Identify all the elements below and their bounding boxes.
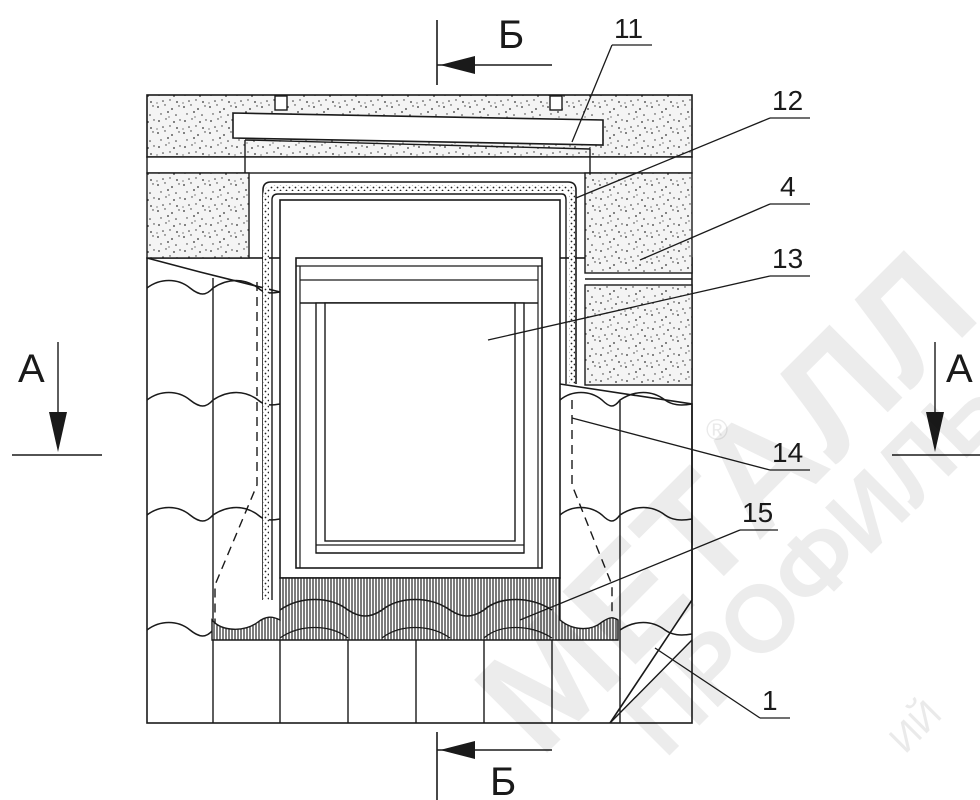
callout-11: 11 [614, 13, 643, 44]
header-lintel [232, 95, 604, 173]
section-label-b-bottom: Б [490, 760, 516, 800]
callout-14: 14 [772, 437, 803, 468]
section-marker-b-top: Б [436, 13, 552, 85]
section-label-a-right: А [946, 347, 973, 391]
section-marker-b-bottom: Б [436, 732, 552, 800]
callout-4: 4 [780, 171, 796, 202]
window-sash [315, 302, 525, 554]
callouts [487, 44, 810, 719]
watermark-text-3: ИЙ [880, 691, 950, 761]
callout-1: 1 [762, 685, 778, 716]
section-marker-a-left: А [12, 342, 102, 456]
side-insulation [146, 172, 693, 386]
callout-13: 13 [772, 243, 803, 274]
section-label-a-left: А [18, 347, 45, 391]
section-label-b-top: Б [498, 13, 524, 57]
bottom-apron [211, 577, 619, 641]
section-marker-a-right: А [892, 342, 980, 456]
registered-mark: ® [706, 414, 728, 447]
callout-15: 15 [742, 497, 773, 528]
callout-12: 12 [772, 85, 803, 116]
